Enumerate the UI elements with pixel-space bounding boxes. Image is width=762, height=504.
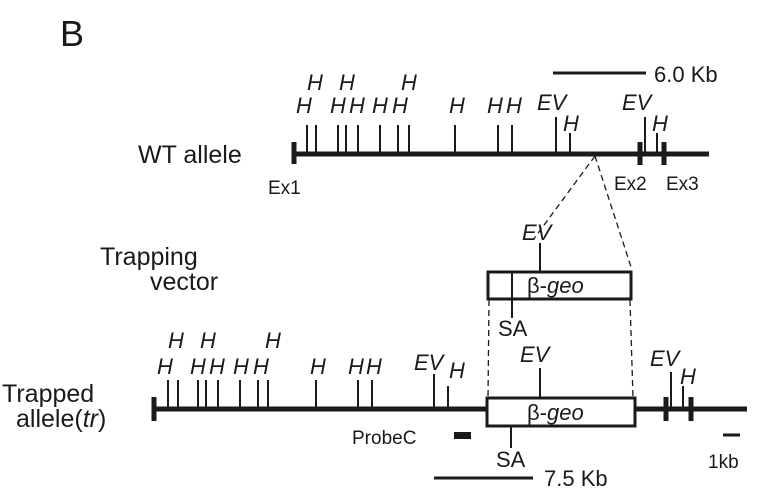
trapped-site-labels: H H H H H H H H H H H EV H EV H bbox=[157, 328, 696, 389]
trapped-sa-label: SA bbox=[496, 447, 526, 472]
trapped-scale-label: 7.5 Kb bbox=[544, 466, 608, 491]
restriction-site-label: H bbox=[233, 354, 249, 379]
restriction-site-label: H bbox=[392, 93, 408, 118]
restriction-site-label: H bbox=[401, 70, 417, 95]
trapped-ev-label: EV bbox=[520, 342, 552, 367]
restriction-site-label: H bbox=[265, 328, 281, 353]
trapping-vector: Trapping vector EV β-geo SA bbox=[100, 220, 634, 399]
trapped-allele: Trapped allele(tr) β-geo EV SA bbox=[2, 328, 747, 491]
wt-site-labels: H H H H H H H H H H H EV H EV H bbox=[296, 70, 668, 136]
vector-dash-right bbox=[629, 299, 634, 399]
trapped-site-ticks bbox=[167, 372, 684, 409]
restriction-site-label: EV bbox=[650, 346, 682, 371]
restriction-site-label: H bbox=[487, 93, 503, 118]
wt-site-ticks bbox=[306, 117, 658, 154]
restriction-site-label: H bbox=[652, 111, 668, 136]
restriction-site-label: EV bbox=[537, 90, 569, 115]
wt-exon1-label: Ex1 bbox=[268, 178, 301, 199]
panel-label: B bbox=[60, 13, 84, 54]
restriction-site-label: H bbox=[307, 70, 323, 95]
probe-c-label: ProbeC bbox=[352, 428, 416, 449]
restriction-site-label: H bbox=[310, 354, 326, 379]
restriction-site-label: EV bbox=[414, 350, 446, 375]
vector-ev-label: EV bbox=[522, 220, 554, 245]
restriction-site-label: H bbox=[168, 328, 184, 353]
wt-allele-label: WT allele bbox=[138, 141, 242, 169]
restriction-site-label: H bbox=[349, 93, 365, 118]
restriction-site-label: H bbox=[209, 354, 225, 379]
restriction-site-label: H bbox=[563, 111, 579, 136]
vector-sa-label: SA bbox=[498, 316, 528, 341]
restriction-site-label: H bbox=[253, 354, 269, 379]
restriction-site-label: H bbox=[506, 93, 522, 118]
vector-beta-geo-label: β-geo bbox=[527, 273, 584, 298]
restriction-site-label: H bbox=[449, 358, 465, 383]
restriction-site-label: EV bbox=[622, 90, 654, 115]
wt-exon3-label: Ex3 bbox=[666, 174, 699, 195]
probe-c-bar bbox=[454, 432, 471, 439]
wt-exon2-label: Ex2 bbox=[614, 174, 647, 195]
vector-dash-left bbox=[487, 299, 490, 399]
restriction-site-label: H bbox=[366, 354, 382, 379]
trapped-beta-geo-label: β-geo bbox=[527, 400, 584, 425]
restriction-site-label: H bbox=[680, 364, 696, 389]
wt-allele: 6.0 Kb WT allele Ex1 Ex2 Ex3 bbox=[138, 62, 718, 271]
restriction-site-label: H bbox=[157, 354, 173, 379]
restriction-site-label: H bbox=[296, 93, 312, 118]
wt-insertion-dash-left bbox=[532, 155, 596, 241]
vector-label-line1: Trapping bbox=[100, 243, 198, 271]
trapped-label-line2: allele(tr) bbox=[16, 405, 106, 433]
trapped-label-line1: Trapped bbox=[2, 380, 94, 408]
restriction-site-label: H bbox=[348, 354, 364, 379]
restriction-site-label: H bbox=[190, 354, 206, 379]
restriction-site-label: H bbox=[339, 70, 355, 95]
vector-label-line2: vector bbox=[150, 268, 218, 296]
trapped-beta-geo-box bbox=[485, 396, 637, 428]
wt-scale-label: 6.0 Kb bbox=[654, 62, 718, 87]
one-kb-scale-label: 1kb bbox=[708, 452, 739, 473]
restriction-site-label: H bbox=[330, 93, 346, 118]
restriction-site-label: H bbox=[200, 328, 216, 353]
vector-beta-geo-box bbox=[486, 270, 633, 301]
restriction-site-label: H bbox=[449, 93, 465, 118]
restriction-site-label: H bbox=[372, 93, 388, 118]
